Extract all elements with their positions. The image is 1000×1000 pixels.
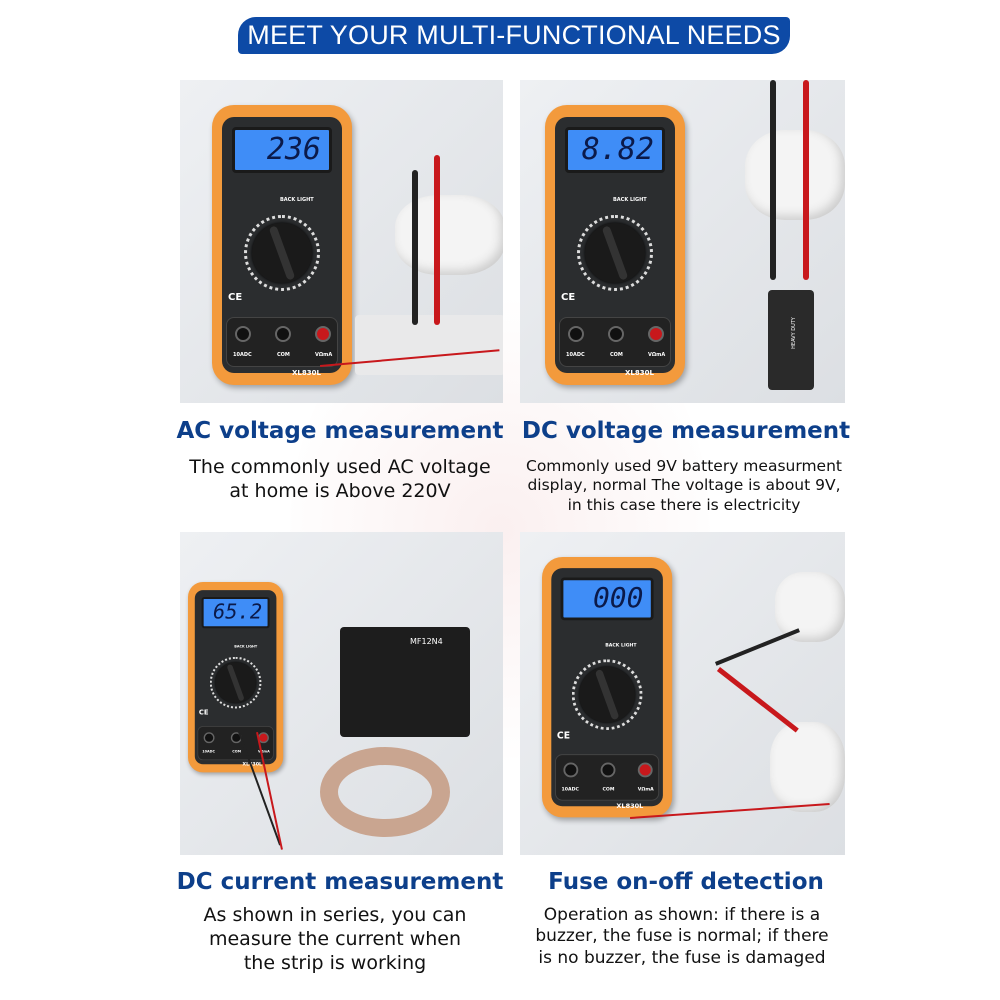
jack-vma — [637, 762, 653, 778]
black-probe — [770, 80, 776, 280]
meter-face: 000 BACK LIGHT CE 10ADC COM VΩmA XL830L — [551, 568, 663, 810]
panel-dc-current-image: 65.2 BACK LIGHT CE 10ADC COM VΩmA XL830L… — [180, 532, 503, 855]
model-label: XL830L — [625, 369, 654, 377]
multimeter: 8.82 BACK LIGHT CE 10ADC COM VΩmA XL830L — [545, 105, 685, 385]
panel-ac-voltage-image: 236 BACK LIGHT CE 10ADC COM VΩmA XL830L — [180, 80, 503, 403]
gloved-hand — [745, 130, 845, 220]
battery-label: HEAVY DUTY — [790, 317, 797, 349]
jack-com — [600, 762, 616, 778]
rotary-dial — [579, 666, 635, 723]
label-vma: VΩmA — [315, 352, 333, 358]
desc-line: The commonly used AC voltage — [189, 456, 491, 478]
dial-scale — [209, 656, 262, 709]
input-jacks: 10ADC COM VΩmA — [559, 317, 671, 367]
label-vma: VΩmA — [258, 749, 270, 755]
black-probe — [412, 170, 418, 325]
desc-line: measure the current when — [208, 927, 462, 950]
jack-com — [608, 326, 624, 342]
9v-battery: HEAVY DUTY — [768, 290, 814, 390]
meter-face: 8.82 BACK LIGHT CE 10ADC COM VΩmA XL830L — [555, 117, 675, 377]
red-probe — [434, 155, 440, 325]
lcd-display: 000 — [560, 577, 654, 621]
label-vma: VΩmA — [648, 352, 666, 358]
model-label: XL830L — [242, 761, 263, 767]
gloved-hand — [770, 722, 845, 812]
motorcycle-battery: MF12N4 — [340, 627, 470, 737]
input-jacks: 10ADC COM VΩmA — [226, 317, 338, 367]
backlight-label: BACK LIGHT — [613, 197, 647, 203]
dc-voltage-title: DC voltage measurement — [521, 418, 851, 444]
banner-title: MEET YOUR MULTI-FUNCTIONAL NEEDS — [238, 17, 790, 54]
dial-scale — [571, 659, 643, 730]
ce-mark: CE — [561, 292, 576, 303]
jack-vma — [648, 326, 664, 342]
fuse-detection-title: Fuse on-off detection — [548, 869, 824, 895]
label-com: COM — [277, 352, 290, 358]
desc-line: at home is Above 220V — [229, 479, 451, 502]
desc-line: Operation as shown: if there is a — [543, 905, 821, 925]
jack-10adc — [235, 326, 251, 342]
label-10adc: 10ADC — [202, 749, 215, 755]
black-probe — [715, 628, 800, 666]
dial-scale — [577, 215, 653, 291]
battery-label: MF12N4 — [410, 637, 443, 646]
label-10adc: 10ADC — [233, 352, 252, 358]
backlight-label: BACK LIGHT — [234, 644, 258, 649]
jack-10adc — [568, 326, 584, 342]
desc-line: is no buzzer, the fuse is damaged — [538, 947, 826, 968]
desc-line: display, normal The voltage is about 9V, — [527, 476, 841, 495]
desc-line: Commonly used 9V battery measurment — [526, 457, 842, 475]
dc-current-title: DC current measurement — [176, 869, 504, 895]
ce-mark: CE — [556, 730, 571, 742]
jack-10adc — [563, 762, 579, 778]
panel-dc-voltage-image: 8.82 BACK LIGHT CE 10ADC COM VΩmA XL830L… — [520, 80, 845, 403]
jack-vma — [315, 326, 331, 342]
lcd-display: 8.82 — [565, 127, 665, 173]
multimeter: 236 BACK LIGHT CE 10ADC COM VΩmA XL830L — [212, 105, 352, 385]
label-vma: VΩmA — [637, 786, 654, 793]
led-strip-reel — [320, 747, 450, 837]
label-10adc: 10ADC — [561, 786, 579, 793]
rotary-dial — [585, 223, 645, 283]
jack-com — [275, 326, 291, 342]
ac-voltage-title: AC voltage measurement — [176, 418, 504, 444]
lcd-display: 65.2 — [201, 596, 270, 629]
panel-fuse-detection-image: 000 BACK LIGHT CE 10ADC COM VΩmA XL830L — [520, 532, 845, 855]
multimeter: 65.2 BACK LIGHT CE 10ADC COM VΩmA XL830L — [188, 582, 284, 773]
dc-current-description: As shown in series, you can measure the … — [165, 904, 505, 975]
backlight-label: BACK LIGHT — [280, 197, 314, 203]
input-jacks: 10ADC COM VΩmA — [555, 754, 660, 801]
meter-face: 65.2 BACK LIGHT CE 10ADC COM VΩmA XL830L — [194, 590, 277, 767]
rotary-dial — [215, 662, 256, 704]
lcd-display: 236 — [232, 127, 332, 173]
white-box — [355, 315, 503, 375]
dc-voltage-description: Commonly used 9V battery measurment disp… — [514, 457, 854, 515]
label-10adc: 10ADC — [566, 352, 585, 358]
jack-10adc — [203, 732, 215, 744]
desc-line: buzzer, the fuse is normal; if there — [535, 926, 829, 947]
red-probe — [716, 667, 799, 733]
ac-voltage-description: The commonly used AC voltage at home is … — [170, 456, 510, 504]
label-com: COM — [232, 749, 241, 755]
multimeter: 000 BACK LIGHT CE 10ADC COM VΩmA XL830L — [542, 557, 673, 818]
model-label: XL830L — [616, 802, 644, 810]
red-probe — [803, 80, 809, 280]
gloved-hand — [775, 572, 845, 642]
ce-mark: CE — [228, 292, 243, 303]
label-com: COM — [610, 352, 623, 358]
desc-line: the strip is working — [243, 951, 427, 974]
model-label: XL830L — [292, 369, 321, 377]
backlight-label: BACK LIGHT — [605, 642, 637, 649]
rotary-dial — [252, 223, 312, 283]
ce-mark: CE — [198, 709, 209, 717]
meter-face: 236 BACK LIGHT CE 10ADC COM VΩmA XL830L — [222, 117, 342, 377]
label-com: COM — [602, 786, 615, 793]
desc-line: As shown in series, you can — [203, 904, 467, 926]
dial-scale — [244, 215, 320, 291]
desc-line: in this case there is electricity — [567, 495, 801, 514]
fuse-detection-description: Operation as shown: if there is a buzzer… — [512, 905, 852, 969]
